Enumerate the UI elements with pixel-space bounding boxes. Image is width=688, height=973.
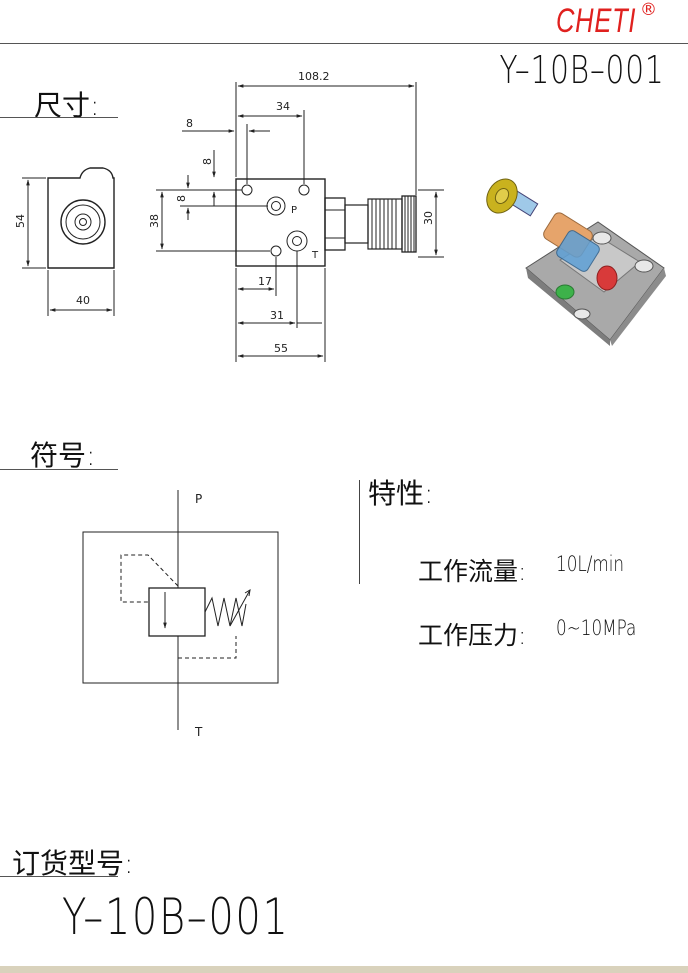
dim-30: 30 (422, 211, 435, 225)
symbol-envelope (82, 531, 279, 684)
header-divider (0, 43, 688, 44)
valve-3d-render (486, 178, 666, 346)
symbol-port-t: T (194, 725, 203, 739)
flow-value: 10L/min (556, 552, 625, 576)
section-dimensions-heading: 尺寸: (34, 89, 100, 122)
dim-8-horizontal: 8 (186, 117, 193, 130)
bottom-bar (0, 966, 688, 973)
page-title: Y–10B–001 (499, 48, 664, 92)
section-symbol-heading: 符号: (30, 439, 96, 472)
order-model-number: Y–10B–001 (62, 888, 290, 946)
port-p-label: P (291, 205, 297, 216)
dim-34: 34 (276, 100, 290, 113)
port-t-label: T (311, 250, 319, 261)
flow-label: 工作流量: (418, 557, 527, 586)
dim-40: 40 (76, 294, 90, 307)
hydraulic-symbol: P T (82, 490, 279, 739)
dim-108-2: 108.2 (298, 70, 330, 83)
dim-8-vertical-mid: 8 (175, 195, 188, 202)
section-dimensions-underline (0, 117, 118, 118)
dim-55: 55 (274, 342, 288, 355)
dim-31: 31 (270, 309, 284, 322)
section-characteristics-heading: 特性: (368, 477, 434, 510)
symbol-valve-box (148, 587, 206, 637)
side-view-body (47, 167, 115, 269)
dim-17: 17 (258, 275, 272, 288)
side-view-port-outer (60, 199, 106, 245)
pressure-label: 工作压力: (418, 621, 527, 650)
section-order-heading: 订货型号: (12, 847, 134, 880)
dimension-drawing: 108.2 34 8 8 8 38 30 17 31 55 54 40 P T (14, 70, 666, 362)
brand-logo: CHETI (556, 2, 637, 40)
registered-mark: ® (640, 0, 657, 20)
dim-8-vertical-top: 8 (201, 158, 214, 165)
symbol-port-p: P (195, 492, 202, 506)
characteristics-divider (359, 480, 360, 584)
section-order-underline (0, 876, 118, 877)
pressure-value: 0~10MPa (556, 616, 637, 640)
dim-38: 38 (148, 214, 161, 228)
section-symbol-underline (0, 469, 118, 470)
dim-54: 54 (14, 214, 27, 228)
